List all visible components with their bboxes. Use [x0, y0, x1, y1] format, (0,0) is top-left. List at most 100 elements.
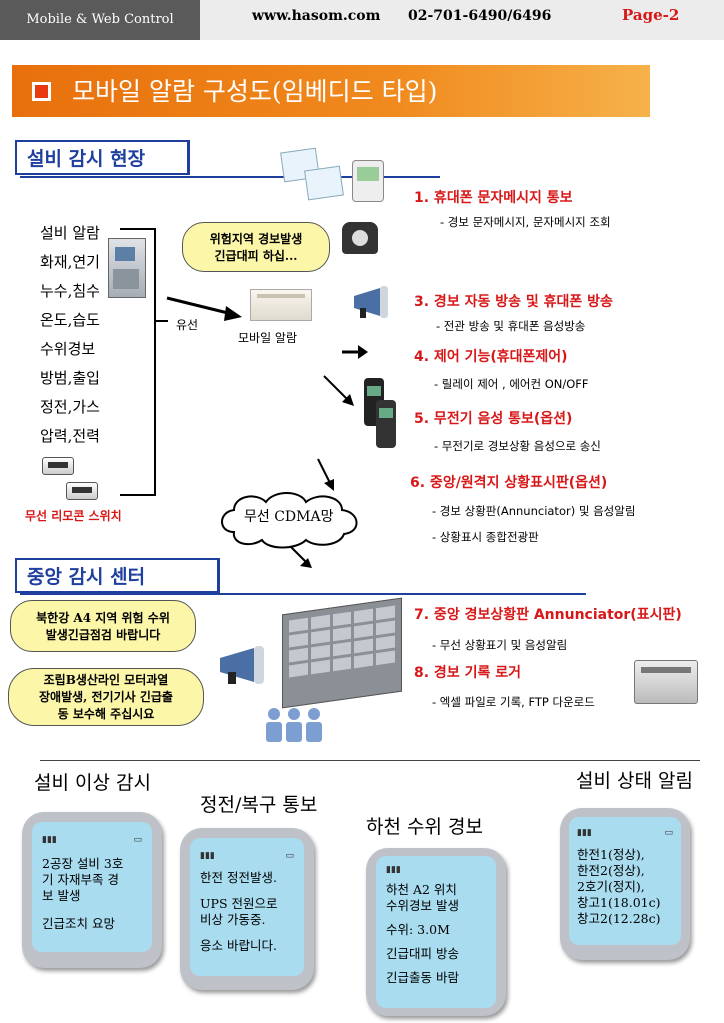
- wired-arrow-icon: [166, 296, 242, 321]
- equipment-bracket: [120, 228, 156, 496]
- remote-switch-icon: [66, 482, 98, 500]
- equipment-item: 방범,출입: [40, 369, 100, 387]
- screen-line: 한전 정전발생.: [200, 870, 277, 885]
- feature-title: 8. 경보 기록 로거: [414, 665, 521, 681]
- feature-title: 4. 제어 기능(휴대폰제어): [414, 349, 568, 365]
- remote-switch-label: 무선 리모콘 스위치: [25, 509, 122, 523]
- feature-title: 3. 경보 자동 방송 및 휴대폰 방송: [414, 294, 613, 310]
- page-title: 모바일 알람 구성도(임베디드 타입): [72, 77, 438, 106]
- megaphone-icon: [214, 646, 274, 684]
- feature-desc: - 상황표시 종합전광판: [432, 530, 539, 544]
- phone-status-report: ▮▮▮ ▭ 한전1(정상), 한전2(정상), 2호기(정지), 창고1(18.…: [560, 808, 690, 960]
- equipment-item: 압력,전력: [40, 427, 100, 445]
- phone-caption: 설비 상태 알림: [576, 770, 693, 792]
- screen-line: 2공장 설비 3호: [42, 856, 124, 871]
- phone-power-outage: ▮▮▮ ▭ 한전 정전발생. UPS 전원으로 비상 가동중. 응소 바랍니다.: [180, 828, 314, 990]
- page-number: Page-2: [622, 6, 680, 24]
- megaphone-icon: [350, 286, 396, 318]
- feature-title: 1. 휴대폰 문자메시지 통보: [414, 190, 573, 206]
- logger-device-icon: [634, 660, 698, 704]
- section1-underline: [20, 176, 440, 178]
- screen-line: 2호기(정지),: [577, 879, 645, 894]
- equipment-item: 누수,침수: [40, 282, 100, 300]
- wired-label: 유선: [176, 318, 199, 332]
- equipment-item: 화재,연기: [40, 253, 100, 271]
- cell-phone-icon: [352, 160, 384, 202]
- mobile-alarm-label: 모바일 알람: [238, 331, 298, 345]
- bracket-tick: [154, 320, 168, 322]
- equipment-item: 설비 알람: [40, 224, 100, 242]
- title-bullet-icon: [32, 82, 51, 101]
- annunciator-panel-icon: [282, 597, 402, 709]
- screen-line: 하천 A2 위치: [386, 882, 457, 897]
- phone-screen: ▮▮▮ ▭ 한전1(정상), 한전2(정상), 2호기(정지), 창고1(18.…: [569, 817, 681, 945]
- screen-line: 긴급대피 방송: [386, 946, 459, 961]
- header-tagline: Mobile & Web Control: [0, 0, 200, 40]
- equipment-item: 온도,습도: [40, 311, 100, 329]
- bubble-line: 긴급대피 하십...: [214, 249, 298, 263]
- speech-bubble-water-level: 북한강 A4 지역 위험 수위 발생긴급점검 바랍니다: [10, 600, 196, 652]
- phone-caption: 설비 이상 감시: [34, 772, 151, 794]
- screen-line: 수위: 3.0M: [386, 922, 450, 937]
- arrow-down-right-icon: [323, 375, 354, 406]
- bubble-line: 위험지역 경보발생: [209, 232, 303, 246]
- arrow-down-icon: [317, 458, 334, 491]
- phone-screen: ▮▮▮ ▭ 한전 정전발생. UPS 전원으로 비상 가동중. 응소 바랍니다.: [190, 838, 304, 976]
- bubble-line: 장애발생, 전기기사 긴급출: [39, 690, 173, 704]
- equipment-item: 정전,가스: [40, 398, 100, 416]
- arrow-down-icon: [289, 545, 312, 568]
- header-website[interactable]: www.hasom.com: [252, 8, 381, 24]
- speech-bubble-evacuation: 위험지역 경보발생 긴급대피 하십...: [182, 222, 330, 272]
- cdma-label: 무선 CDMA망: [244, 509, 334, 525]
- phone-caption: 하천 수위 경보: [366, 816, 483, 838]
- screen-line: 긴급출동 바람: [386, 970, 459, 985]
- remote-switch-icon: [42, 457, 74, 475]
- feature-desc: - 엑셀 파일로 기록, FTP 다운로드: [432, 695, 595, 709]
- sms-card-icon: [304, 165, 344, 201]
- header-bar: [200, 0, 724, 40]
- header-phone: 02-701-6490/6496: [408, 8, 552, 24]
- cnc-machine-icon: [108, 238, 146, 298]
- section-heading-site: 설비 감시 현장: [15, 140, 190, 175]
- feature-title: 7. 중앙 경보상황판 Annunciator(표시판): [414, 607, 682, 623]
- phone-caption: 정전/복구 통보: [200, 794, 318, 816]
- screen-line: 한전1(정상),: [577, 847, 645, 862]
- title-bar: [12, 65, 650, 117]
- speech-bubble-motor-fault: 조립B생산라인 모터과열 장애발생, 전기기사 긴급출 동 보수해 주십시요: [8, 668, 204, 726]
- screen-line: UPS 전원으로: [200, 896, 278, 911]
- feature-title: 5. 무전기 음성 통보(옵션): [414, 411, 573, 427]
- bubble-line: 조립B생산라인 모터과열: [43, 673, 169, 687]
- section-heading-center: 중앙 감시 센터: [15, 558, 220, 593]
- screen-line: 응소 바랍니다.: [200, 938, 277, 953]
- people-icon: [262, 706, 338, 742]
- screen-line: 보 발생: [42, 888, 81, 903]
- feature-desc: - 경보 상황판(Annunciator) 및 음성알림: [432, 504, 636, 518]
- feature-desc: - 전관 방송 및 휴대폰 음성방송: [436, 319, 586, 333]
- screen-line: 기 자재부족 경: [42, 872, 119, 887]
- phone-screen: ▮▮▮ 하천 A2 위치 수위경보 발생 수위: 3.0M 긴급대피 방송 긴급…: [376, 856, 496, 1008]
- divider: [40, 760, 700, 761]
- feature-desc: - 무선 상황표기 및 음성알림: [432, 638, 568, 652]
- arrow-right-icon: [342, 345, 368, 359]
- bubble-line: 동 보수해 주십시요: [57, 707, 155, 721]
- walkie-talkie-icon: [376, 400, 396, 448]
- equipment-list: 설비 알람 화재,연기 누수,침수 온도,습도 수위경보 방범,출입 정전,가스…: [40, 222, 100, 454]
- screen-line: 긴급조치 요망: [42, 916, 115, 931]
- mobile-alarm-device-icon: [250, 289, 312, 321]
- feature-title: 6. 중앙/원격지 상황표시판(옵션): [410, 475, 608, 491]
- phone-screen: ▮▮▮ ▭ 2공장 설비 3호 기 자재부족 경 보 발생 긴급조치 요망: [32, 822, 152, 952]
- screen-line: 비상 가동중.: [200, 912, 266, 927]
- feature-desc: - 무전기로 경보상황 음성으로 송신: [434, 439, 601, 453]
- phone-river-level: ▮▮▮ 하천 A2 위치 수위경보 발생 수위: 3.0M 긴급대피 방송 긴급…: [366, 848, 506, 1016]
- screen-line: 수위경보 발생: [386, 898, 459, 913]
- section2-underline: [20, 593, 586, 595]
- feature-desc: - 릴레이 제어 , 에어컨 ON/OFF: [434, 377, 589, 391]
- screen-line: 창고2(12.28c): [577, 911, 661, 926]
- screen-line: 창고1(18.01c): [577, 895, 661, 910]
- cdma-cloud-icon: [221, 492, 358, 549]
- equipment-item: 수위경보: [40, 340, 96, 358]
- bubble-line: 발생긴급점검 바랍니다: [45, 628, 161, 642]
- screen-line: 한전2(정상),: [577, 863, 645, 878]
- telephone-icon: [342, 222, 378, 254]
- bubble-line: 북한강 A4 지역 위험 수위: [36, 611, 170, 625]
